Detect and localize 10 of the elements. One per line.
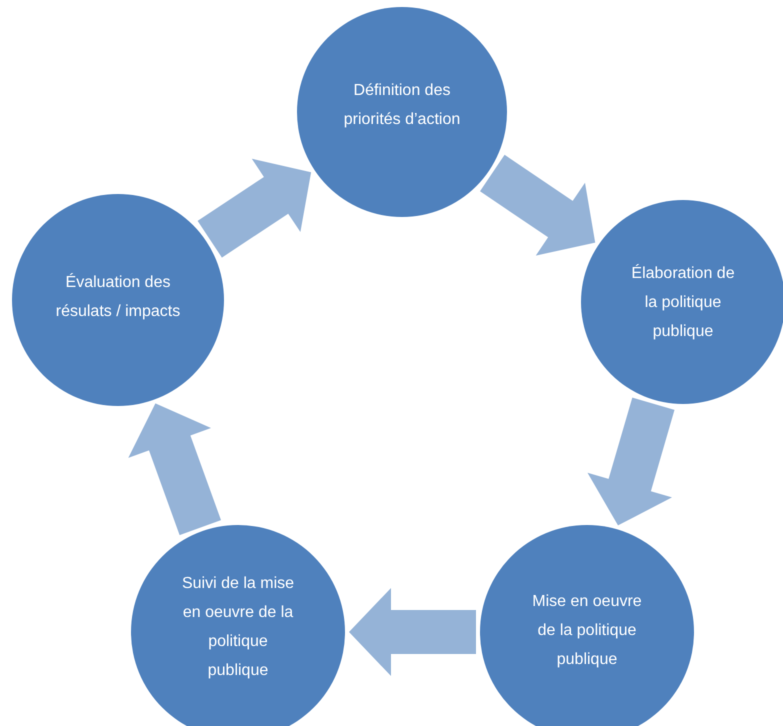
step-label: Élaboration de la politique publique [630,263,736,342]
block-arrow [349,588,476,676]
step-label: Mise en oeuvre de la politique publique [531,592,643,670]
step-label: Suivi de la mise en oeuvre de la politique publique [180,574,296,681]
block-arrow [198,158,312,258]
step-label: Évaluation des résulats / impacts [54,272,182,322]
block-arrow [480,154,596,256]
block-arrow [128,403,221,536]
step-label: Définition des priorités d’action [342,81,462,130]
block-arrow [588,398,674,526]
